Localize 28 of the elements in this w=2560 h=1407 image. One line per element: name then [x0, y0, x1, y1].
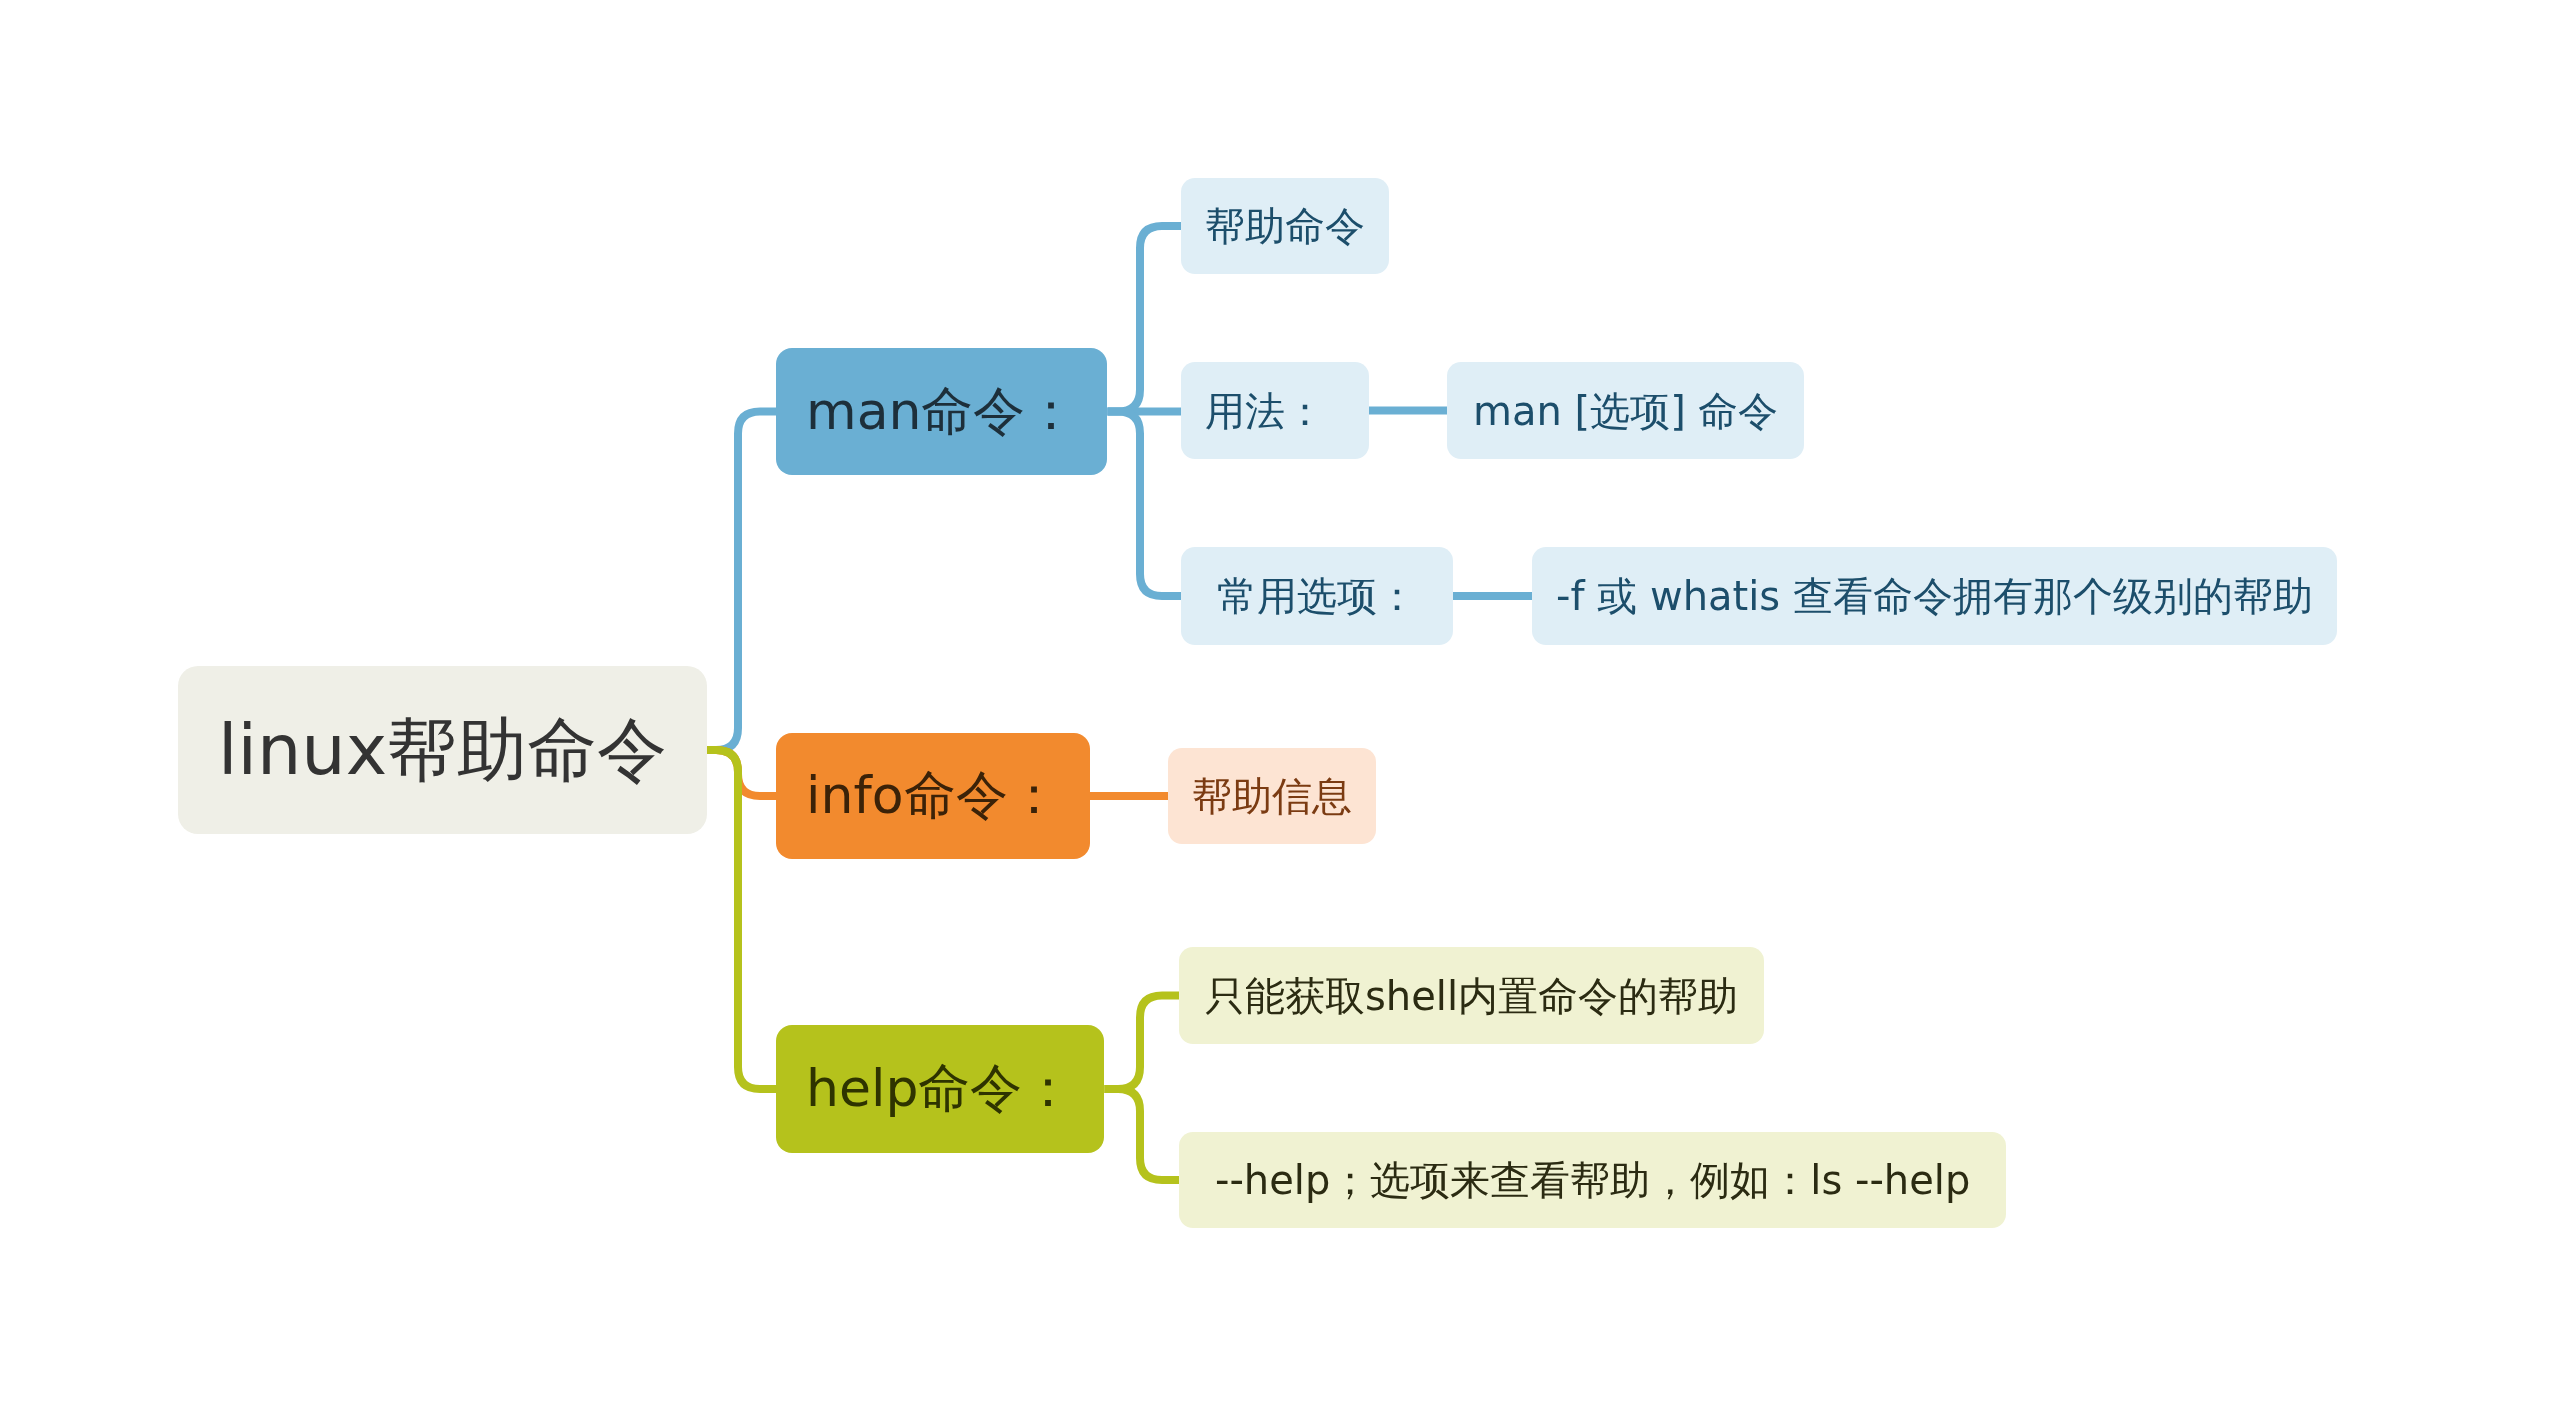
connector-line — [707, 746, 776, 1093]
connector-line — [1453, 592, 1532, 600]
connector-line — [1369, 406, 1447, 415]
topic-text: 只能获取shell内置命令的帮助 — [1205, 972, 1739, 1019]
central-topic-box — [178, 666, 708, 834]
branch-topic-box — [776, 733, 1090, 859]
subtopic-box — [1168, 748, 1376, 844]
topic-text: 用法： — [1205, 387, 1325, 434]
subtopic-box — [1532, 547, 2337, 645]
topic-text: 帮助命令 — [1205, 203, 1365, 249]
subtopic-box — [1181, 362, 1369, 459]
topic-text: 常用选项： — [1217, 573, 1417, 619]
branch-topic-box — [776, 348, 1108, 475]
topic-text: help命令： — [806, 1059, 1075, 1119]
subtopic-box — [1179, 947, 1765, 1044]
topic-text: 帮助信息 — [1192, 773, 1352, 819]
subtopic-box — [1181, 547, 1453, 645]
topic-text: info命令： — [806, 766, 1060, 826]
topic-text: --help；选项来查看帮助，例如：ls --help — [1215, 1157, 1971, 1203]
connector-line — [1089, 792, 1168, 800]
topic-text: linux帮助命令 — [218, 709, 668, 791]
topic-text: man [选项] 命令 — [1473, 387, 1779, 434]
topic-text: man命令： — [806, 381, 1078, 442]
branch-topic-box — [776, 1025, 1105, 1153]
subtopic-box — [1447, 362, 1805, 459]
subtopic-box — [1181, 178, 1389, 274]
topic-text: -f 或 whatis 查看命令拥有那个级别的帮助 — [1556, 573, 2313, 619]
subtopic-box — [1179, 1132, 2007, 1228]
